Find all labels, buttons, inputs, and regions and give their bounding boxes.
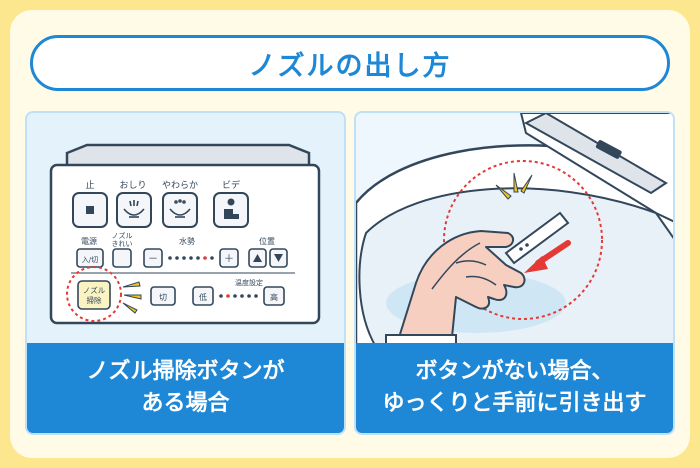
nozzle-pull-illustration <box>356 113 673 350</box>
off-label: 切 <box>159 293 167 302</box>
minus-icon: － <box>148 254 158 265</box>
bidet-label: ビデ <box>222 179 240 191</box>
position-up-button[interactable] <box>248 248 267 268</box>
stop-label: 止 <box>85 179 94 191</box>
nozzle-clean-button[interactable]: ノズル 掃除 <box>77 280 111 310</box>
nozzle-clean-label-1: ノズル <box>83 285 106 295</box>
triangle-down-icon <box>274 254 283 262</box>
highlight-circle <box>66 266 122 322</box>
yawaraka-label: やわらか <box>162 180 198 191</box>
position-label: 位置 <box>259 236 275 246</box>
power-button[interactable]: 入/切 <box>76 248 104 268</box>
power-label: 電源 <box>81 237 97 246</box>
spark-icon <box>495 172 533 200</box>
page-title: ノズルの出し方 <box>30 35 670 91</box>
power-button-label: 入/切 <box>82 256 98 264</box>
yawaraka-button[interactable] <box>162 192 198 228</box>
water-level-indicator <box>168 256 214 260</box>
plus-icon: ＋ <box>224 254 234 265</box>
water-pressure-label: 水勢 <box>179 236 195 246</box>
triangle-up-icon <box>253 254 262 262</box>
oshiri-icon <box>123 200 145 218</box>
high-label: 高 <box>270 292 278 302</box>
yawaraka-icon <box>169 199 191 218</box>
temp-low-button[interactable]: 低 <box>192 286 214 306</box>
toilet-lid-hinge <box>523 113 668 195</box>
left-caption-line2: ある場合 <box>141 391 230 416</box>
temp-high-button[interactable]: 高 <box>263 286 285 306</box>
remote-control-illustration: 止 おしり やわらか ビデ <box>49 143 321 325</box>
stop-button[interactable] <box>72 192 108 228</box>
left-caption: ノズル掃除ボタンが ある場合 <box>27 343 344 433</box>
oshiri-label: おしり <box>119 180 146 191</box>
right-panel: ボタンがない場合、 ゆっくりと手前に引き出す <box>354 111 675 435</box>
low-label: 低 <box>199 292 207 302</box>
bidet-icon <box>224 198 239 219</box>
right-caption-line2: ゆっくりと手前に引き出す <box>382 391 647 416</box>
right-caption: ボタンがない場合、 ゆっくりと手前に引き出す <box>356 343 673 433</box>
hinge-slot <box>595 140 622 159</box>
left-caption-line1: ノズル掃除ボタンが <box>86 359 285 384</box>
stop-icon <box>86 206 94 214</box>
highlight-circle <box>443 160 603 320</box>
right-caption-line1: ボタンがない場合、 <box>415 359 614 384</box>
nozzle-kirei-label-1: ノズル <box>112 231 133 240</box>
nozzle <box>504 211 570 265</box>
bidet-button[interactable] <box>213 192 249 228</box>
temp-level-indicator <box>219 294 258 298</box>
water-minus-button[interactable]: － <box>143 248 163 268</box>
water-plus-button[interactable]: ＋ <box>219 248 239 268</box>
off-button[interactable]: 切 <box>150 286 176 306</box>
pull-direction-arrow-icon <box>524 240 571 273</box>
temperature-setting-label: 温度設定 <box>235 278 263 287</box>
left-panel: 止 おしり やわらか ビデ <box>25 111 346 435</box>
oshiri-button[interactable] <box>116 192 152 228</box>
nozzle-clean-label-2: 掃除 <box>87 295 102 305</box>
spark-icon <box>122 281 142 314</box>
nozzle-kirei-button[interactable] <box>112 248 132 268</box>
position-down-button[interactable] <box>269 248 288 268</box>
nozzle-kirei-label-2: きれい <box>112 240 133 248</box>
